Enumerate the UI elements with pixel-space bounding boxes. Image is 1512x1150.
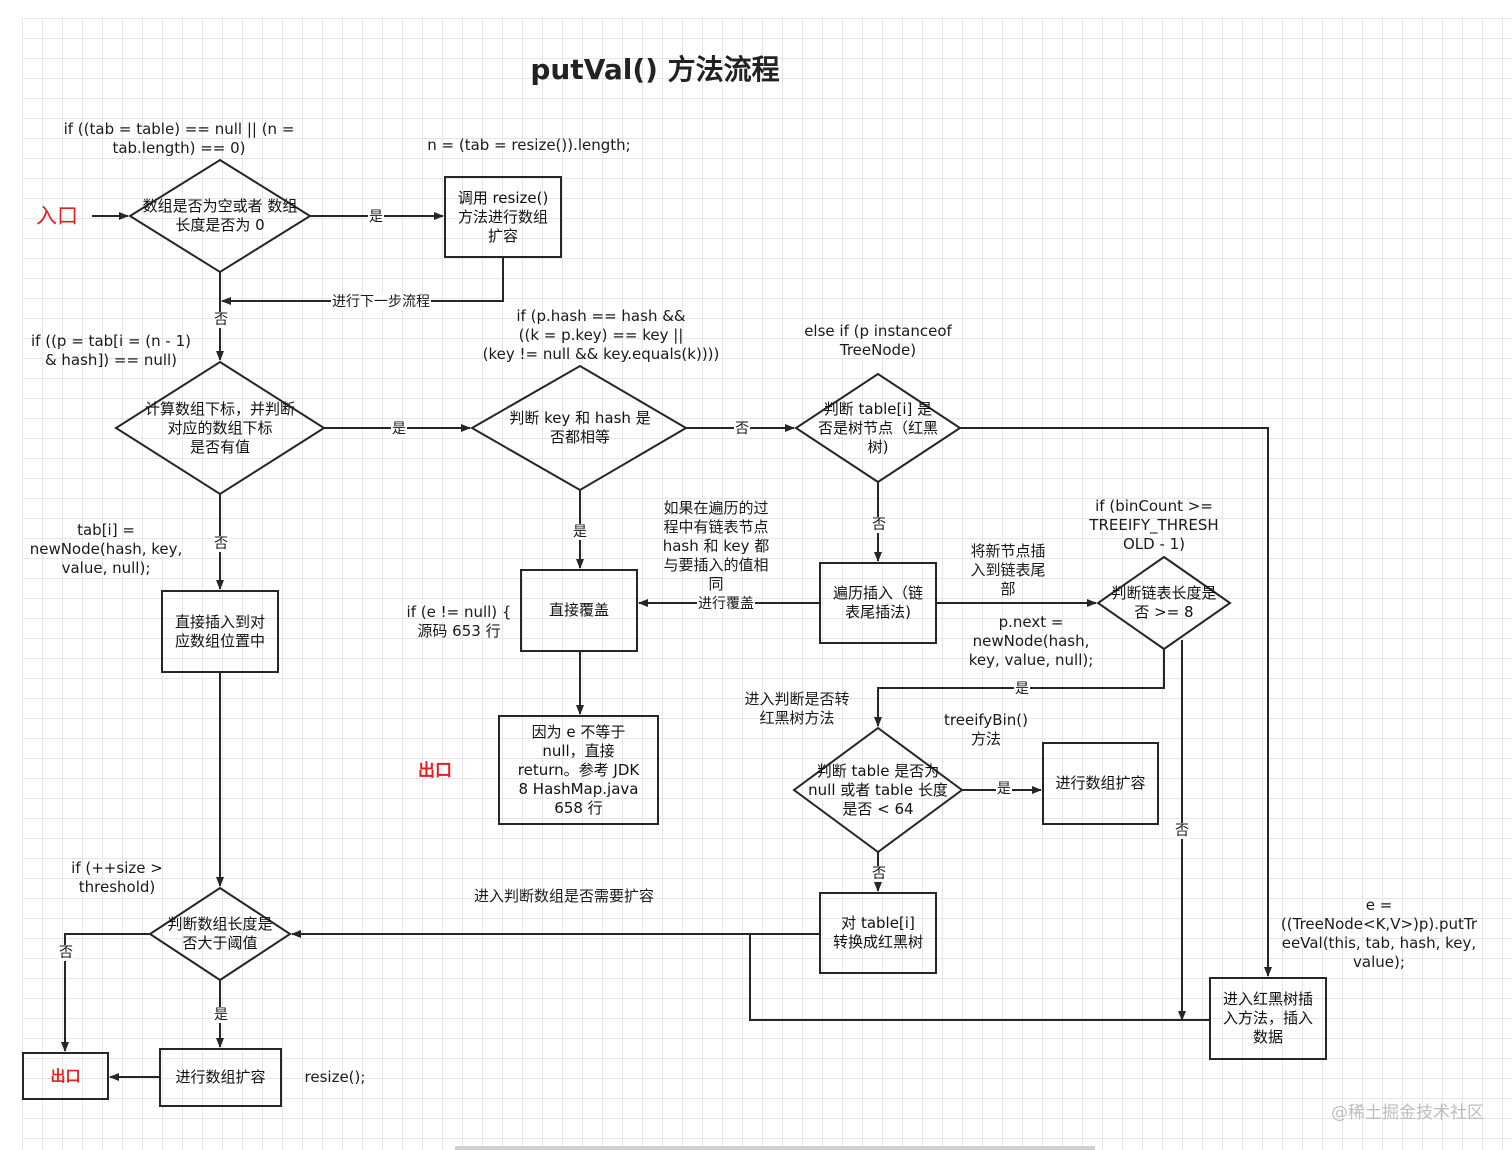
node-text-index-check: 计算数组下标，并判断 对应的数组下标 是否有值 <box>144 399 295 456</box>
edge-label-yes-resize: 是 <box>368 209 384 225</box>
edge-label-no-to-index: 否 <box>213 312 229 328</box>
exit-label-mid: 出口 <box>418 761 452 781</box>
edge-label-yes-to-expand: 是 <box>996 781 1012 797</box>
edge-label-no-to-exit: 否 <box>58 945 74 961</box>
annotation-bincount-code: if (binCount >= TREEIFY_THRESH OLD - 1) <box>1089 497 1219 553</box>
edge-d4-rbinsert <box>960 427 1272 977</box>
annotation-treeify-entry-note: 进入判断是否转 红黑树方法 <box>744 690 850 727</box>
watermark: @稀土掘金技术社区 <box>1331 1103 1484 1123</box>
diagram-title: putVal() 方法流程 <box>530 53 780 86</box>
annotation-same-node-note: 如果在遍历的过 程中有链表节点 hash 和 key 都 与要插入的值相 同 <box>662 499 770 593</box>
node-text-list-length-check: 判断链表长度是 否 >= 8 <box>1111 584 1217 621</box>
edge-resize-back <box>221 257 504 305</box>
annotation-p-next-code: p.next = newNode(hash, key, value, null)… <box>968 613 1094 669</box>
annotation-treeifybin-code: treeifyBin() 方法 <box>944 711 1028 748</box>
box-return <box>498 715 659 825</box>
annotation-resize-code: n = (tab = resize()).length; <box>427 136 631 154</box>
edge-label-next-step: 进行下一步流程 <box>331 294 431 310</box>
node-text-tree-node-check: 判断 table[i] 是 否是树节点（红黑 树) <box>817 399 938 456</box>
edge-label-no-to-rb-insert: 否 <box>1174 823 1190 839</box>
annotation-index-code: if ((p = tab[i = (n - 1) & hash]) == nul… <box>31 332 191 369</box>
node-text-threshold-check: 判断数组长度是 否大于阈值 <box>167 915 273 952</box>
node-text-direct-cover: 直接覆盖 <box>548 601 609 619</box>
edge-label-no-to-tree: 否 <box>734 421 750 437</box>
diagram-canvas <box>22 18 1512 1150</box>
annotation-treenode-code: else if (p instanceof TreeNode) <box>804 322 952 359</box>
edge-label-no-to-treeify: 否 <box>871 866 887 882</box>
edge-rbinsert-d7 <box>749 934 1210 1021</box>
box-exit <box>22 1052 109 1100</box>
scrollbar[interactable] <box>455 1146 1095 1150</box>
annotation-e-not-null-code: if (e != null) { 源码 653 行 <box>406 603 512 640</box>
edge-label-yes-to-cover: 是 <box>572 524 588 540</box>
annotation-resize-check-note: 进入判断数组是否需要扩容 <box>473 887 654 905</box>
edge-label-yes-to-key: 是 <box>391 421 407 437</box>
annotation-tail-insert-note: 将新节点插 入到链表尾 部 <box>970 542 1046 598</box>
box-rb-insert <box>1209 977 1327 1060</box>
node-text-table-size-check: 判断 table 是否为 null 或者 table 长度 是否 < 64 <box>808 761 948 818</box>
edge-label-no-to-insert: 否 <box>213 536 229 552</box>
annotation-key-hash-code: if (p.hash == hash && ((k = p.key) == ke… <box>482 307 720 363</box>
edge-label-cover: 进行覆盖 <box>697 596 755 612</box>
annotation-resize-call-code: resize(); <box>304 1068 366 1086</box>
entry-label: 入口 <box>36 204 78 228</box>
node-text-treeify: 对 table[i] 转换成红黑树 <box>832 914 923 951</box>
node-text-key-hash-check: 判断 key 和 hash 是 否都相等 <box>509 409 651 446</box>
node-text-expand-3: 进行数组扩容 <box>175 1068 266 1086</box>
edge-label-yes-to-expand-3: 是 <box>213 1007 229 1023</box>
node-text-empty-check: 数组是否为空或者 数组 长度是否为 0 <box>142 197 298 234</box>
node-text-resize: 调用 resize() 方法进行数组 扩容 <box>457 188 549 245</box>
box-expand-2 <box>1042 742 1159 825</box>
node-text-exit: 出口 <box>50 1066 81 1085</box>
annotation-size-code: if (++size > threshold) <box>71 859 163 896</box>
annotation-puttreeval-code: e = ((TreeNode<K,V>)p).putTr eeVal(this,… <box>1280 896 1478 971</box>
edge-label-yes-to-treeify-check: 是 <box>1014 681 1030 697</box>
annotation-new-node-code: tab[i] = newNode(hash, key, value, null)… <box>29 521 183 577</box>
node-text-direct-insert: 直接插入到对 应数组位置中 <box>174 612 265 650</box>
annotation-empty-check-code: if ((tab = table) == null || (n = tab.le… <box>63 120 295 157</box>
edge-d7-exit <box>61 933 150 1052</box>
edge-label-no-to-traverse: 否 <box>871 517 887 533</box>
node-text-expand-2: 进行数组扩容 <box>1055 774 1146 792</box>
node-text-rb-insert: 进入红黑树插 入方法，插入 数据 <box>1222 990 1313 1046</box>
node-text-traverse-insert: 遍历插入（链 表尾插法) <box>832 584 923 621</box>
node-text-return: 因为 e 不等于 null，直接 return。参考 JDK 8 HashMap… <box>517 722 640 817</box>
